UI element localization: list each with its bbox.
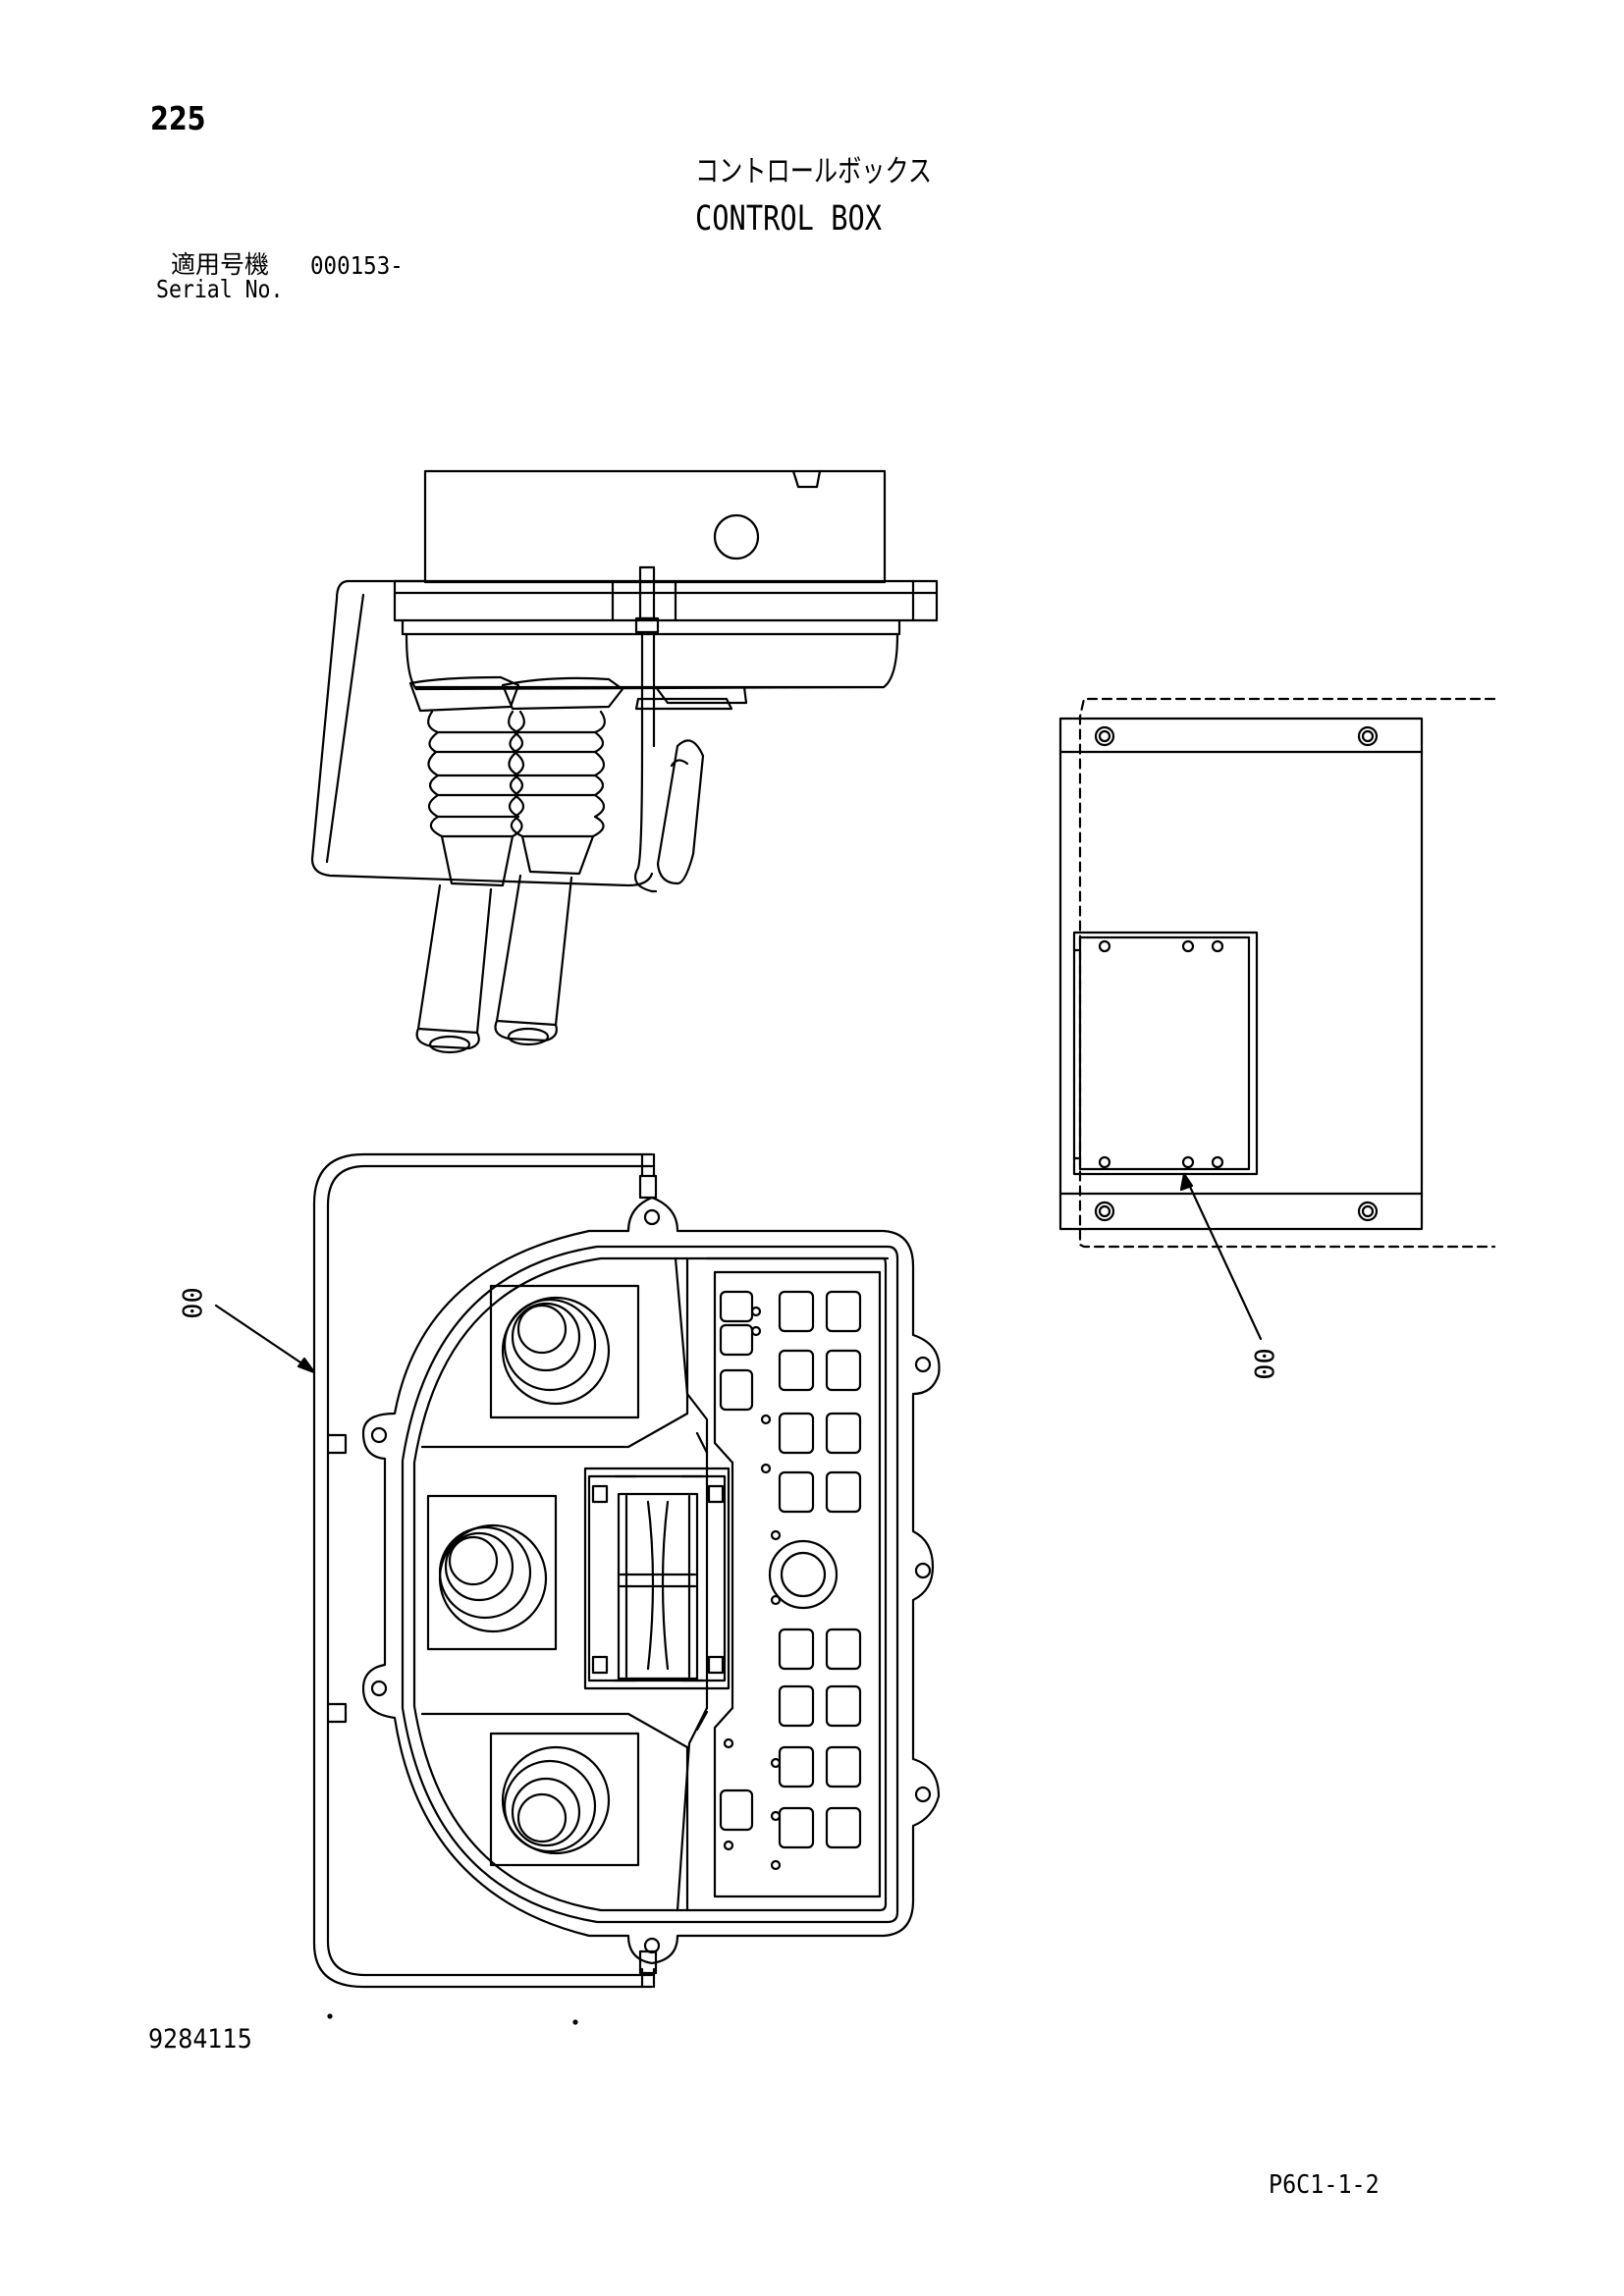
serial-label-english: Serial No. (156, 275, 284, 303)
control-box-side-view (310, 469, 939, 1054)
callout-left: 00 (175, 1287, 206, 1319)
control-box-top-view (214, 1152, 941, 2025)
sheet-reference: P6C1-1-2 (1269, 2170, 1380, 2200)
document-number: 9284115 (148, 2024, 252, 2055)
mounting-plate-view (1058, 697, 1496, 1341)
page-number: 225 (150, 99, 206, 137)
switch-grid (719, 1290, 862, 1871)
serial-label-japanese: 適用号機 (171, 250, 270, 279)
title-japanese: コントロールボックス (695, 154, 933, 189)
title-english: CONTROL BOX (695, 199, 883, 239)
callout-right: 00 (1247, 1348, 1278, 1380)
serial-value: 000153- (310, 251, 404, 280)
